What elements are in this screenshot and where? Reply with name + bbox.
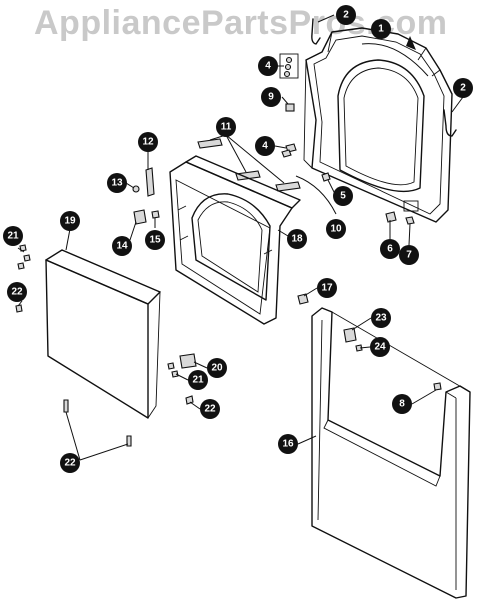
screw-pair-part (281, 143, 297, 158)
svg-text:13: 13 (111, 178, 123, 189)
callout-7: 7 (399, 245, 419, 265)
callout-12: 12 (138, 132, 158, 152)
svg-text:21: 21 (192, 375, 204, 386)
callout-4: 4 (258, 56, 278, 76)
svg-text:8: 8 (399, 399, 405, 410)
hook-part (311, 18, 457, 137)
svg-text:4: 4 (265, 61, 271, 72)
svg-text:2: 2 (460, 83, 466, 94)
screw-part (63, 399, 69, 413)
callout-13: 13 (107, 173, 127, 193)
screw-part (126, 435, 132, 447)
svg-text:2: 2 (343, 10, 349, 21)
callout-11: 11 (216, 117, 236, 137)
callout-24: 24 (370, 337, 390, 357)
clip-part (285, 103, 295, 112)
door-panel-part (45, 249, 161, 419)
svg-text:21: 21 (7, 231, 19, 242)
callout-5: 5 (333, 186, 353, 206)
svg-text:14: 14 (116, 241, 128, 252)
svg-text:4: 4 (262, 141, 268, 152)
front-panel-part (311, 307, 471, 599)
callout-14: 14 (112, 236, 132, 256)
svg-text:9: 9 (268, 92, 274, 103)
callout-10: 10 (326, 219, 346, 239)
svg-text:7: 7 (406, 250, 412, 261)
callout-22: 22 (60, 453, 80, 473)
svg-text:6: 6 (387, 244, 393, 255)
strip-part (197, 138, 301, 192)
screw-part (15, 304, 23, 313)
callout-2: 2 (336, 5, 356, 25)
callout-18: 18 (287, 229, 307, 249)
screw-part (167, 362, 175, 370)
bracket-part (385, 211, 397, 223)
front-frame-part (169, 155, 301, 325)
screw-part (433, 382, 442, 391)
screw-part (151, 210, 160, 219)
callout-17: 17 (317, 278, 337, 298)
screw-part (297, 293, 309, 305)
screw-part (355, 344, 363, 352)
svg-text:22: 22 (11, 287, 23, 298)
svg-text:17: 17 (321, 283, 333, 294)
callout-15: 15 (145, 230, 165, 250)
callout-16: 16 (278, 434, 298, 454)
callout-9: 9 (261, 87, 281, 107)
svg-text:10: 10 (330, 224, 342, 235)
callout-19: 19 (60, 211, 80, 231)
callout-22: 22 (7, 282, 27, 302)
leader-lines (17, 14, 464, 461)
callout-2: 2 (453, 78, 473, 98)
screw-part (171, 370, 179, 378)
svg-text:5: 5 (340, 191, 346, 202)
screw-part (405, 216, 415, 225)
svg-text:11: 11 (221, 122, 232, 133)
svg-text:18: 18 (291, 234, 303, 245)
screw-part (185, 395, 194, 405)
svg-text:22: 22 (204, 404, 216, 415)
hinge-part (179, 353, 197, 369)
svg-text:19: 19 (64, 216, 76, 227)
svg-text:12: 12 (142, 137, 154, 148)
svg-text:22: 22 (64, 458, 76, 469)
rear-frame-part (303, 27, 453, 223)
callout-20: 20 (207, 358, 227, 378)
hinge-part (133, 209, 147, 225)
callout-1: 1 (371, 19, 391, 39)
svg-text:24: 24 (374, 342, 386, 353)
callout-21: 21 (188, 370, 208, 390)
callout-22: 22 (200, 399, 220, 419)
svg-text:20: 20 (211, 363, 223, 374)
screw-set-part (17, 244, 31, 270)
svg-text:15: 15 (149, 235, 161, 246)
callout-21: 21 (3, 226, 23, 246)
screw-part (321, 172, 331, 182)
callout-labels: 2 1 4 2 9 11 4 12 13 5 19 14 15 18 10 6 … (3, 5, 473, 473)
callout-8: 8 (392, 394, 412, 414)
callout-4: 4 (255, 136, 275, 156)
svg-text:16: 16 (282, 439, 294, 450)
bracket-part (343, 327, 357, 343)
callout-23: 23 (371, 308, 391, 328)
hinge-part (145, 167, 155, 197)
svg-text:1: 1 (378, 24, 384, 35)
screw-part (132, 185, 140, 193)
callout-6: 6 (380, 239, 400, 259)
direction-arrow (361, 36, 429, 77)
wire-part (295, 175, 337, 215)
svg-text:23: 23 (375, 313, 387, 324)
